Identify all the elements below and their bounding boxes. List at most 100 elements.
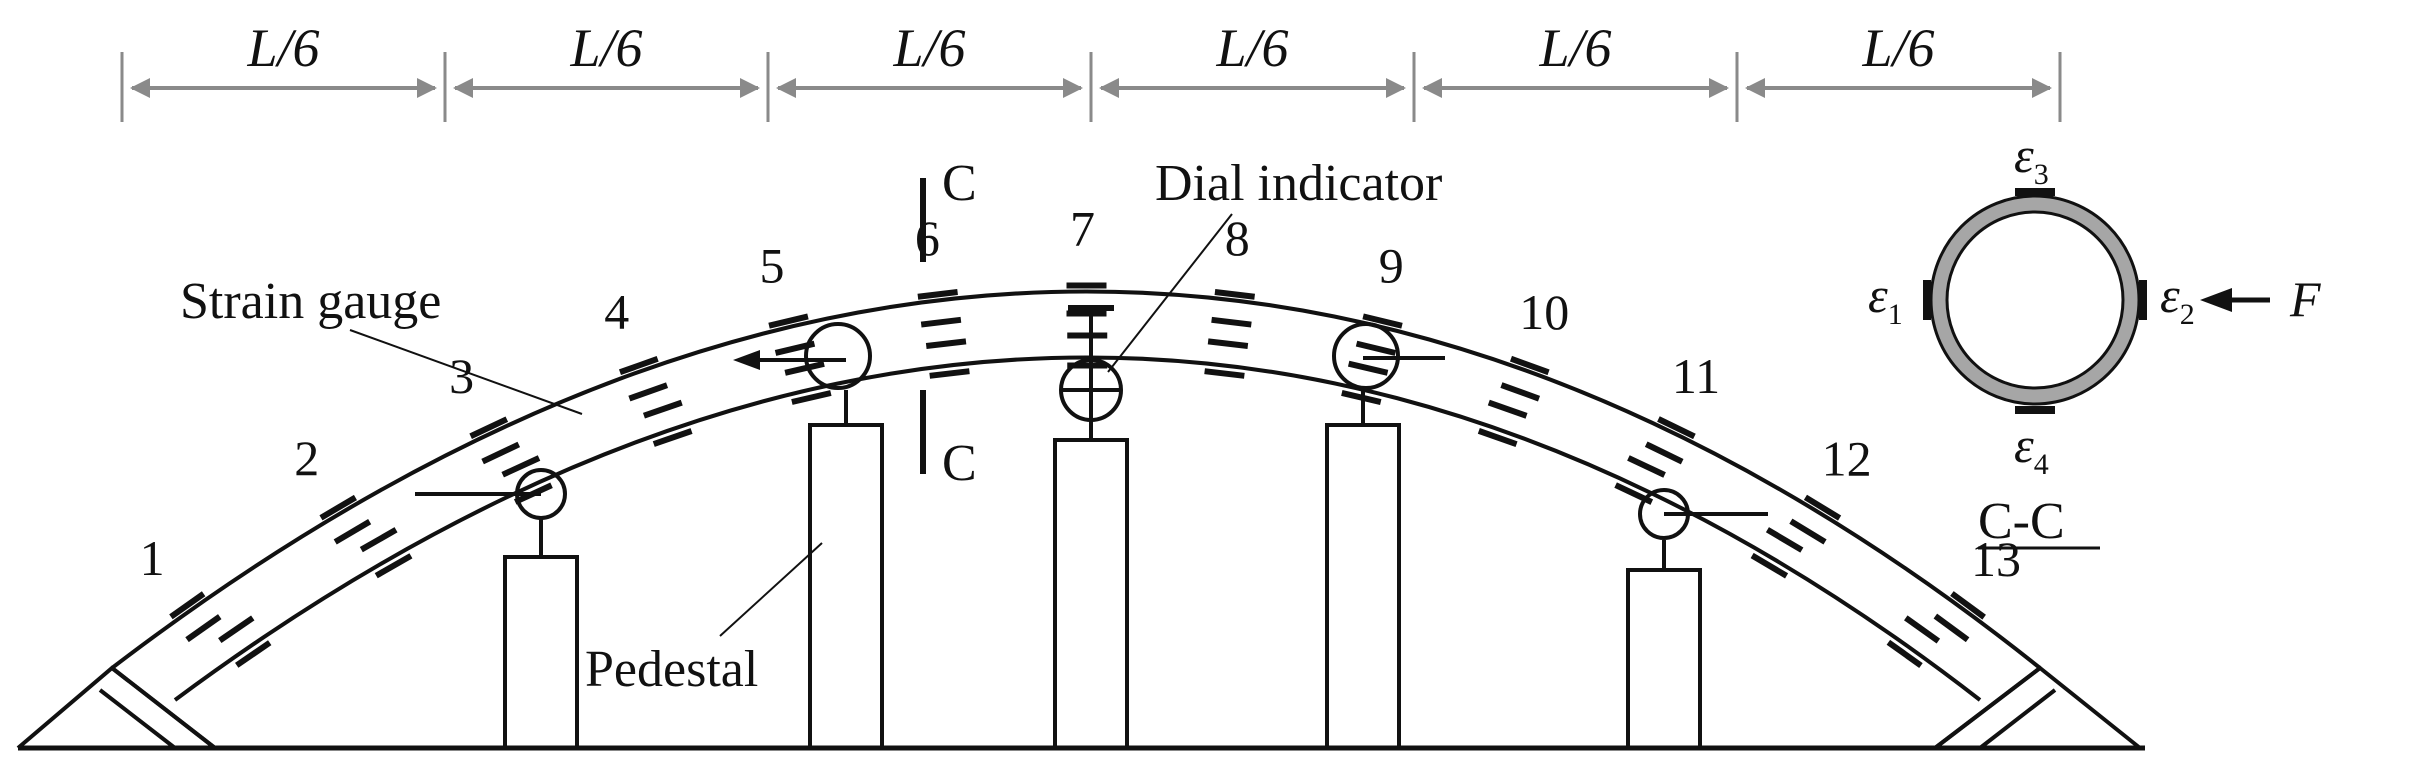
section-ring-inner-edge: [1945, 210, 2125, 390]
strain-gauge-mark: [1355, 340, 1397, 356]
support-2-arrowhead: [733, 350, 760, 370]
strain-gauge-mark: [1904, 615, 1941, 644]
gauge-number: 5: [759, 238, 784, 294]
section-title: C-C: [1978, 493, 2065, 550]
strain-gauge-mark: [1933, 613, 1970, 643]
section-cut-label-bottom: C: [942, 435, 977, 492]
strain-gauge-label: Strain gauge: [180, 273, 441, 330]
right-abutment: [1933, 665, 2142, 750]
strain-gauge-mark: [642, 399, 683, 419]
pedestal-leader: [719, 542, 823, 637]
strain-gauge-mark: [929, 368, 970, 379]
strain-e1-label: ε1: [1868, 267, 1903, 331]
strain-gauge-mark: [925, 338, 967, 349]
pedestal-2: [808, 423, 884, 750]
strain-gauge-mark: [1644, 441, 1684, 465]
strain-gauge-mark: [1627, 455, 1666, 478]
strain-gauge-mark: [1477, 428, 1518, 447]
gauge-number: 2: [294, 430, 319, 486]
dimension-label: L/6: [1215, 18, 1288, 78]
strain-e2-label: ε2: [2160, 267, 2195, 331]
support-3-dial: [1059, 305, 1123, 440]
cross-section-cc: ε1 ε2 ε3 ε4 F C-C: [1868, 127, 2321, 550]
gauge-number: 12: [1822, 431, 1872, 487]
gauge-number: 13: [1971, 531, 2021, 587]
strain-gauge-mark: [618, 355, 659, 376]
strain-gauge-mark: [784, 360, 825, 376]
section-ring: [1931, 196, 2139, 404]
gauge-number: 4: [604, 284, 629, 340]
arch-inner-curve: [173, 355, 1982, 702]
strain-gauge-mark: [235, 640, 272, 668]
support-1: [415, 468, 567, 557]
strain-gauge-mark: [359, 527, 398, 553]
pedestal-label: Pedestal: [585, 641, 758, 698]
annotations: Strain gauge Dial indicator Pedestal: [180, 155, 1442, 698]
dimension-label: L/6: [246, 18, 319, 78]
strain-gauge-mark: [628, 382, 669, 402]
gauge-number: 9: [1379, 238, 1404, 294]
strain-gauges-outer: [169, 282, 1986, 643]
strain-gauge-mark: [1886, 639, 1923, 668]
pedestal-3: [1053, 438, 1129, 750]
pedestal-5: [1626, 568, 1702, 750]
dimension-label: L/6: [569, 18, 642, 78]
strain-gauges-inner: [218, 332, 1941, 668]
strain-gauge-mark: [501, 455, 541, 478]
strain-gauge-mark: [1207, 338, 1249, 350]
section-ring-outer-edge: [1929, 194, 2141, 406]
dial-indicator-leader: [1107, 213, 1233, 373]
gauge-number: 10: [1519, 284, 1569, 340]
strain-gauge-leader: [349, 329, 583, 415]
strain-gauge-mark: [374, 553, 413, 579]
dimension-label: L/6: [892, 18, 965, 78]
gauge-number: 1: [140, 530, 165, 586]
dimension-ticks: [120, 52, 2062, 122]
strain-e4-label: ε4: [2014, 417, 2049, 481]
supports: [415, 305, 1768, 570]
strain-gauge-mark: [1765, 527, 1804, 553]
pedestals: [503, 423, 1702, 750]
strain-gauge-mark: [1657, 416, 1696, 440]
strain-gauge-mark: [218, 615, 255, 644]
strain-gauge-mark: [469, 416, 509, 439]
strain-gauge-mark: [768, 313, 809, 329]
dimension-lines: L/6 L/6 L/6 L/6 L/6 L/6: [120, 18, 2062, 122]
section-cut: C C: [920, 155, 977, 492]
support-2: [733, 322, 872, 425]
pedestal-4: [1325, 423, 1401, 750]
gauge-number: 3: [449, 348, 474, 404]
strain-gauge-mark: [1614, 482, 1654, 505]
force-arrowhead: [2200, 288, 2232, 312]
strain-gauge-mark: [917, 289, 958, 300]
strain-gauge-mark: [1204, 368, 1245, 379]
arch-outer-curve: [110, 289, 2042, 670]
arch: [110, 289, 2042, 702]
strain-gauge-mark: [185, 614, 222, 643]
strain-gauge-mark: [1347, 360, 1389, 376]
strain-gauge-mark: [319, 494, 357, 521]
strain-gauge-mark: [1214, 289, 1255, 300]
dial-indicator-label: Dial indicator: [1155, 155, 1442, 212]
strain-gauge-mark: [774, 340, 816, 356]
dimension-label: L/6: [1538, 18, 1611, 78]
strain-gauge-mark: [333, 519, 372, 545]
strain-e3-label: ε3: [2014, 127, 2049, 191]
strain-gauge-mark: [169, 591, 206, 620]
strain-gauge-mark: [1487, 399, 1528, 419]
strain-gauge-mark: [1803, 494, 1842, 521]
left-abutment: [16, 665, 217, 750]
strain-gauge-mark: [1950, 591, 1986, 620]
strain-gauge-mark: [1500, 382, 1541, 402]
strain-gauge-mark: [652, 428, 693, 447]
gauge-number: 6: [915, 210, 940, 266]
pedestal-1: [503, 555, 579, 750]
strain-gauge-mark: [1750, 552, 1789, 579]
dimension-labels: L/6 L/6 L/6 L/6 L/6 L/6: [246, 18, 1934, 78]
strain-gauge-mark: [1509, 355, 1550, 376]
dimension-label: L/6: [1861, 18, 1934, 78]
support-4: [1332, 322, 1445, 425]
force-label: F: [2289, 271, 2321, 327]
